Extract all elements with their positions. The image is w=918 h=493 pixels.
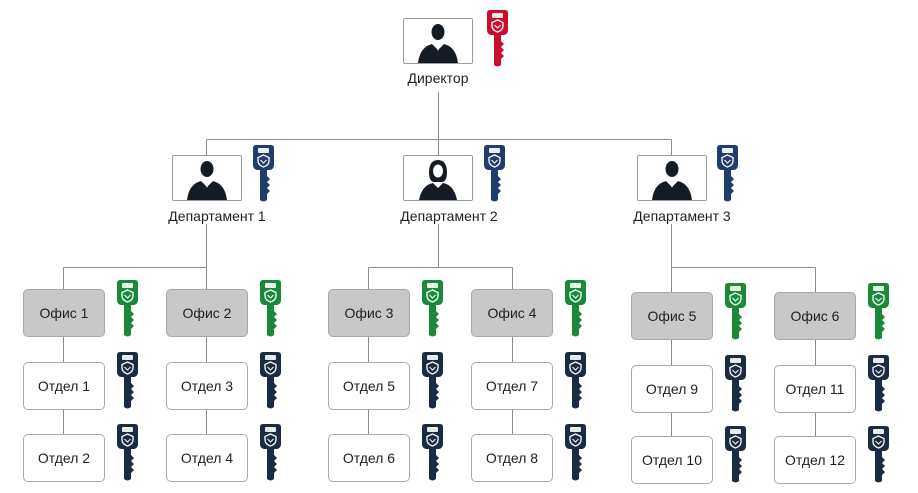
unit-12-key: [866, 426, 891, 484]
unit-7[interactable]: Отдел 7: [471, 362, 553, 410]
office-3-key: [420, 280, 445, 338]
connector-department-2: [368, 224, 513, 289]
key-icon: [868, 283, 889, 340]
department-3-key: [715, 145, 740, 203]
unit-4[interactable]: Отдел 4: [166, 434, 248, 482]
unit-6[interactable]: Отдел 6: [328, 434, 410, 482]
department-2-key: [482, 145, 507, 203]
office-3[interactable]: Офис 3: [328, 289, 410, 337]
department-3-label: Департамент 3: [633, 208, 731, 224]
key-icon: [565, 352, 586, 409]
office-4-key: [563, 280, 588, 338]
department-1-photo: [172, 155, 242, 201]
office-5[interactable]: Офис 5: [631, 292, 713, 340]
unit-9[interactable]: Отдел 9: [631, 365, 713, 413]
director-key: [485, 10, 510, 68]
connector-department-1: [63, 224, 207, 289]
connector-director: [206, 92, 672, 155]
unit-11[interactable]: Отдел 11: [774, 365, 856, 413]
director-photo: [403, 18, 473, 64]
key-icon: [725, 283, 746, 340]
unit-5-key: [420, 352, 445, 410]
person-silhouette-icon: [418, 24, 458, 63]
key-icon: [260, 424, 281, 481]
key-icon: [117, 424, 138, 481]
unit-5[interactable]: Отдел 5: [328, 362, 410, 410]
office-2[interactable]: Офис 2: [166, 289, 248, 337]
key-icon: [868, 355, 889, 412]
key-icon: [422, 352, 443, 409]
unit-8-key: [563, 424, 588, 482]
person-silhouette-icon: [419, 160, 457, 200]
key-icon: [717, 145, 738, 202]
key-icon: [484, 145, 505, 202]
key-icon: [565, 280, 586, 337]
unit-9-key: [723, 355, 748, 413]
unit-11-key: [866, 355, 891, 413]
department-2-photo: [403, 155, 473, 201]
director-label: Директор: [407, 70, 469, 86]
key-icon: [725, 426, 746, 483]
key-icon: [117, 280, 138, 337]
unit-2[interactable]: Отдел 2: [23, 434, 105, 482]
unit-12[interactable]: Отдел 12: [774, 436, 856, 484]
department-3-photo: [637, 155, 707, 201]
person-silhouette-icon: [187, 161, 227, 200]
key-icon: [260, 352, 281, 409]
unit-10-key: [723, 426, 748, 484]
key-icon: [422, 424, 443, 481]
key-icon: [725, 355, 746, 412]
unit-6-key: [420, 424, 445, 482]
unit-2-key: [115, 424, 140, 482]
office-1[interactable]: Офис 1: [23, 289, 105, 337]
office-4[interactable]: Офис 4: [471, 289, 553, 337]
office-5-key: [723, 283, 748, 341]
office-2-key: [258, 280, 283, 338]
department-2-label: Департамент 2: [400, 208, 498, 224]
office-6-key: [866, 283, 891, 341]
person-silhouette-icon: [652, 161, 692, 200]
connector-department-3: [671, 224, 816, 292]
key-icon: [422, 280, 443, 337]
unit-10[interactable]: Отдел 10: [631, 436, 713, 484]
department-1-key: [251, 145, 276, 203]
key-icon: [868, 426, 889, 483]
department-1-label: Департамент 1: [168, 208, 266, 224]
office-1-key: [115, 280, 140, 338]
unit-1-key: [115, 352, 140, 410]
key-icon: [565, 424, 586, 481]
key-icon: [117, 352, 138, 409]
office-6[interactable]: Офис 6: [774, 292, 856, 340]
key-icon: [253, 145, 274, 202]
unit-4-key: [258, 424, 283, 482]
key-icon: [487, 10, 508, 67]
unit-7-key: [563, 352, 588, 410]
unit-3-key: [258, 352, 283, 410]
unit-8[interactable]: Отдел 8: [471, 434, 553, 482]
key-icon: [260, 280, 281, 337]
unit-1[interactable]: Отдел 1: [23, 362, 105, 410]
unit-3[interactable]: Отдел 3: [166, 362, 248, 410]
